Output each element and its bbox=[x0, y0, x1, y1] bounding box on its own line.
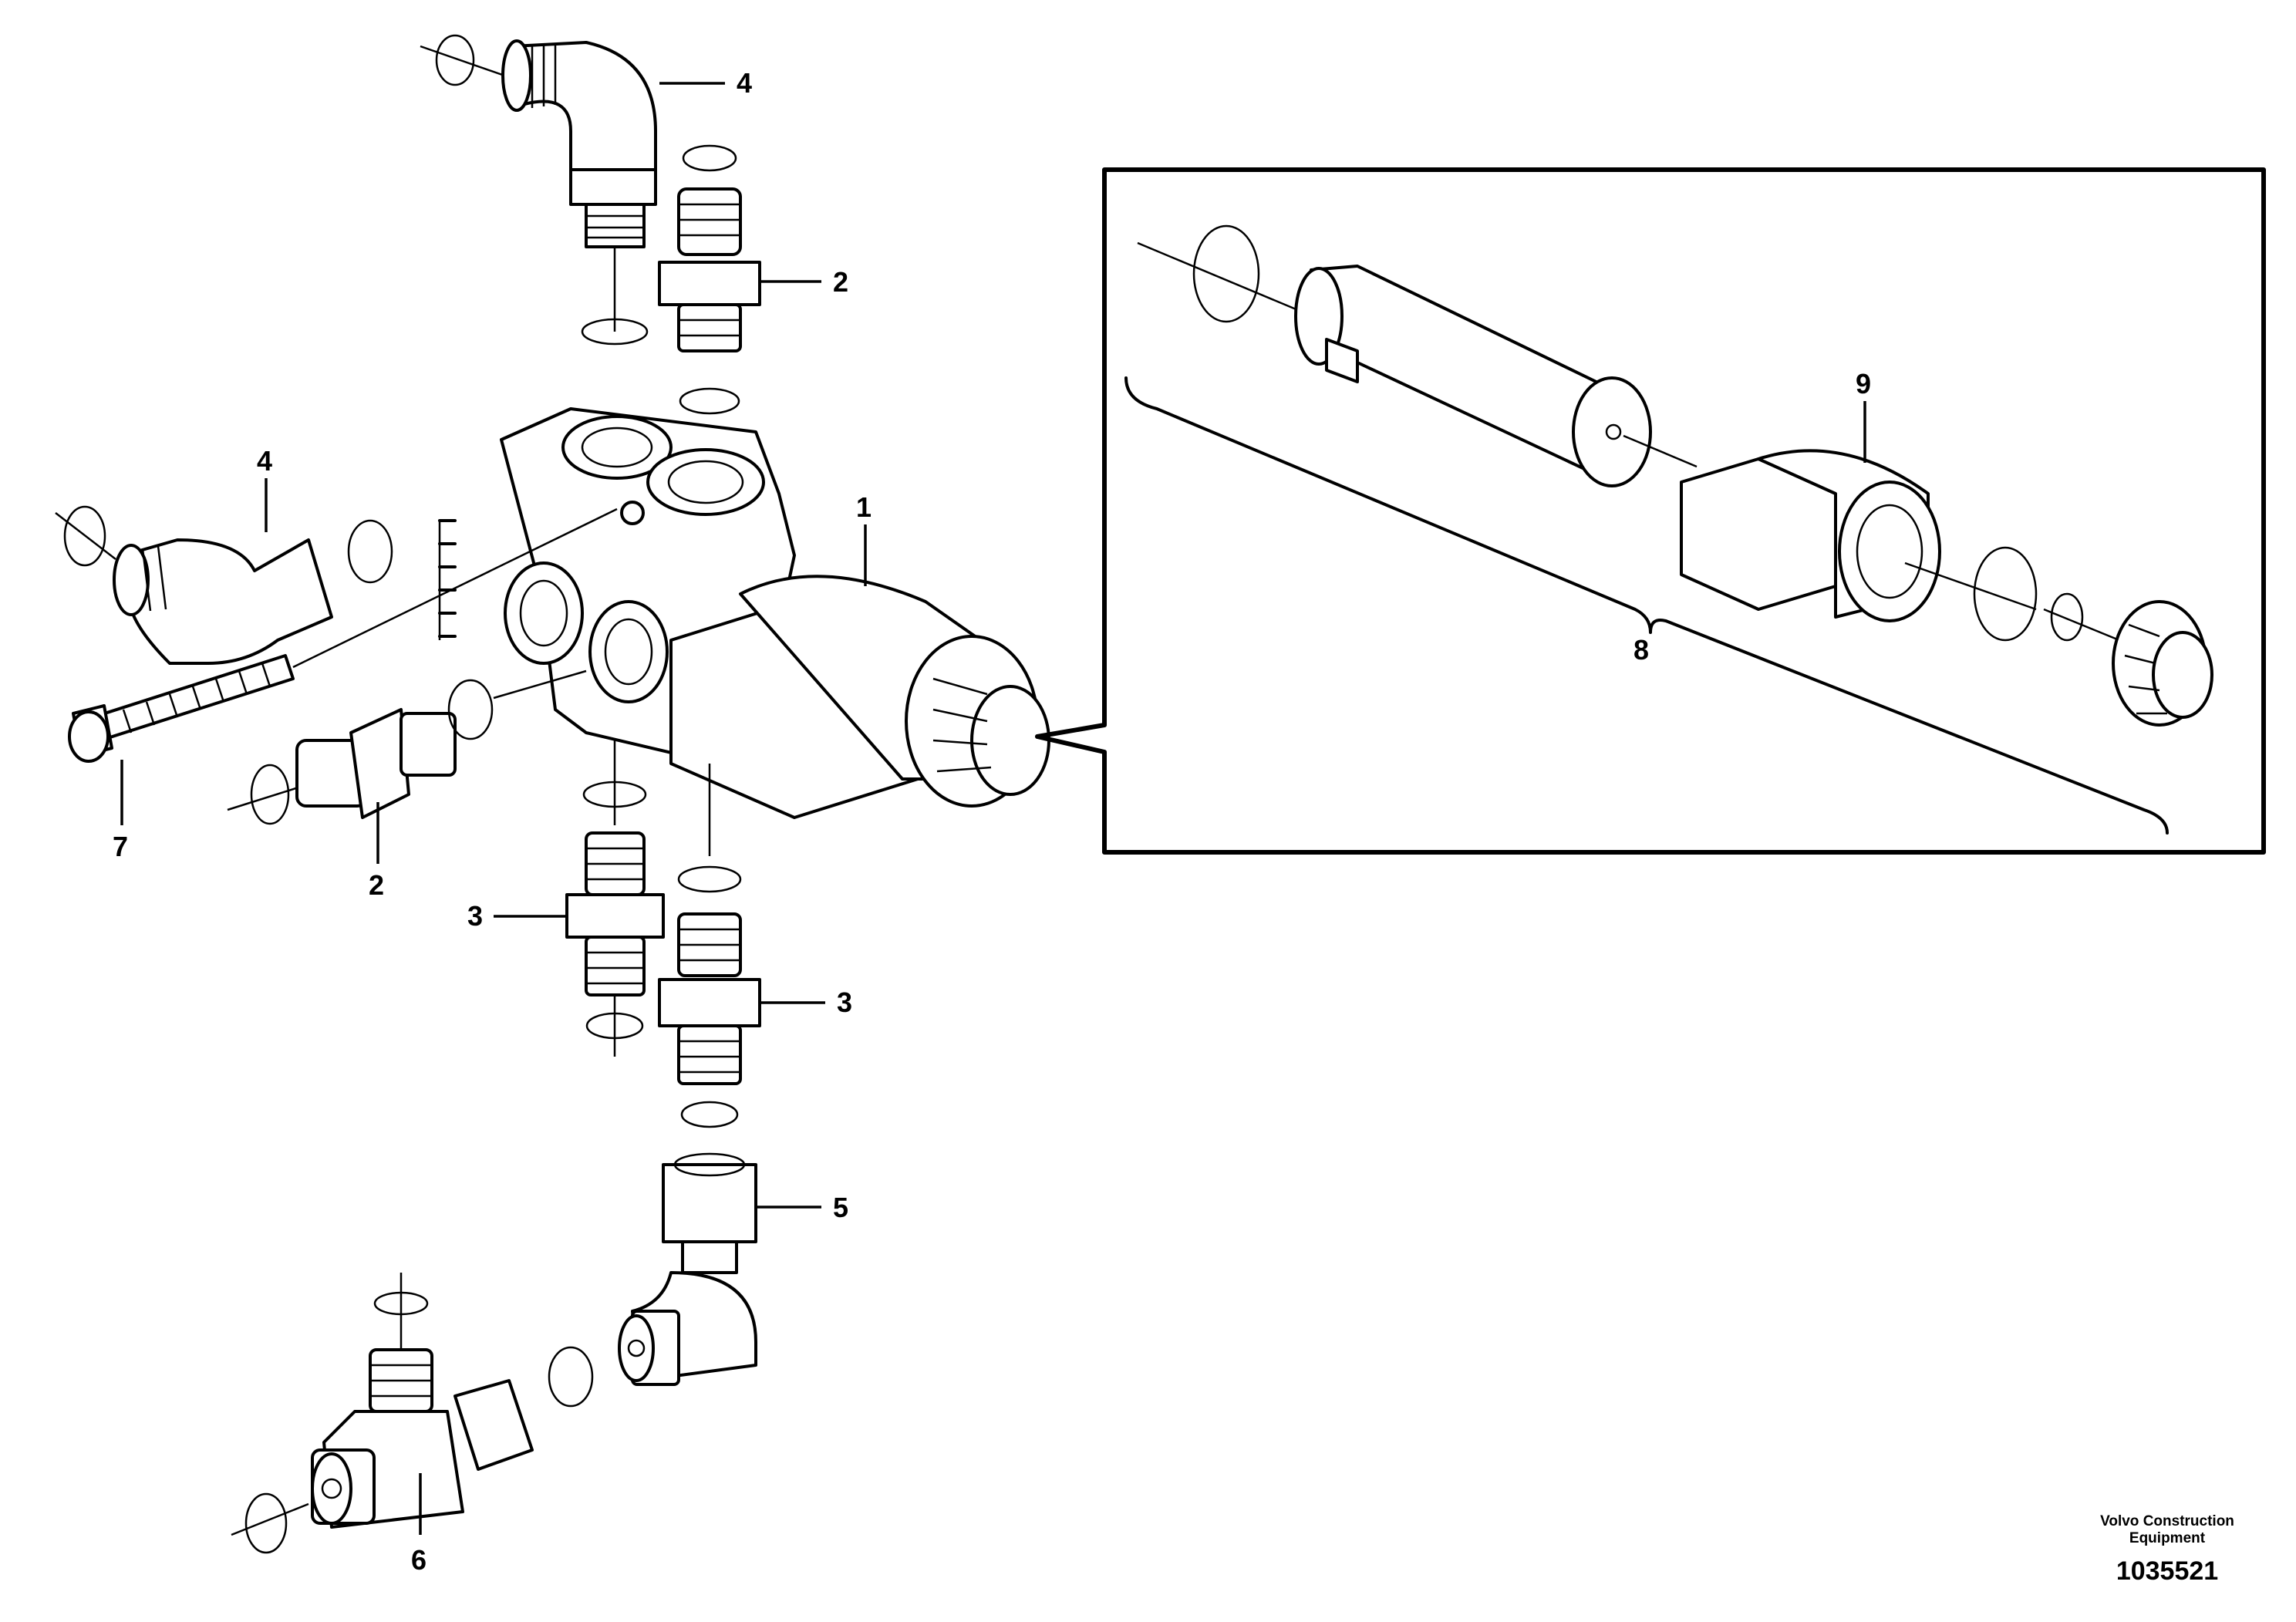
detail-inset bbox=[1035, 167, 2266, 855]
part-4-top-elbow bbox=[420, 34, 657, 332]
callout-2-top: 2 bbox=[833, 266, 848, 298]
document-number: 1035521 bbox=[2116, 1556, 2219, 1586]
leader-lines bbox=[120, 82, 1866, 1535]
part-4-left-elbow bbox=[55, 505, 457, 665]
o-rings-top bbox=[581, 144, 740, 415]
callout-2-left: 2 bbox=[369, 869, 384, 901]
callout-4-top: 4 bbox=[737, 67, 752, 99]
callout-5: 5 bbox=[833, 1192, 848, 1223]
part-3-lower-nipples bbox=[565, 740, 761, 1128]
callout-3-left: 3 bbox=[467, 900, 483, 932]
callout-3-right: 3 bbox=[837, 986, 852, 1018]
part-7-bolt bbox=[68, 508, 618, 763]
part-1-valve-block bbox=[500, 407, 1050, 819]
part-2-left-nipple bbox=[227, 669, 587, 825]
callout-9: 9 bbox=[1856, 368, 1871, 400]
part-2-top-nipple bbox=[658, 187, 761, 352]
part-5-swivel-elbow bbox=[548, 1152, 757, 1408]
callout-7: 7 bbox=[113, 831, 128, 862]
brand-line-2: Equipment bbox=[2129, 1530, 2206, 1546]
callout-4-left: 4 bbox=[257, 445, 272, 477]
callout-1: 1 bbox=[856, 491, 872, 523]
part-6-tee bbox=[231, 1273, 534, 1554]
callout-labels: 4 2 4 1 7 2 3 3 5 6 8 9 bbox=[113, 67, 1871, 1576]
callout-6: 6 bbox=[411, 1544, 426, 1576]
callout-8: 8 bbox=[1633, 634, 1649, 666]
brand-line-1: Volvo Construction bbox=[2100, 1513, 2234, 1529]
brand-caption: Volvo Construction Equipment bbox=[2036, 1513, 2296, 1547]
